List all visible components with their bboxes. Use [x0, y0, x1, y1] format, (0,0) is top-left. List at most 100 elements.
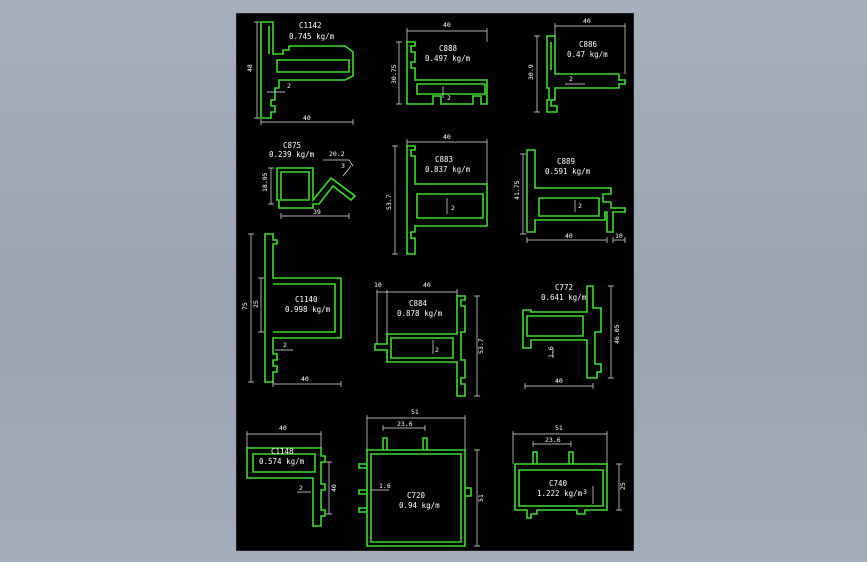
dim-height: 48	[246, 64, 254, 72]
profile-code: C889	[557, 157, 575, 166]
profile-code: C720	[407, 491, 426, 500]
dim-width: 40	[443, 133, 451, 141]
profile-c875[interactable]: C875 0.239 kg/m 18.95 20.2 3 39	[261, 141, 357, 219]
dim-wall: 2	[299, 484, 303, 492]
dimension-lines	[366, 415, 480, 547]
profile-weight: 0.878 kg/m	[397, 309, 443, 318]
dim-width: 39	[313, 208, 321, 216]
profile-c888[interactable]: C888 0.497 kg/m 40 30.75 2	[390, 21, 488, 105]
profile-weight: 0.47 kg/m	[567, 50, 608, 59]
dimension-lines	[396, 28, 488, 105]
dim-width: 51	[411, 408, 419, 416]
profile-code: C886	[579, 40, 598, 49]
profile-code: C1140	[295, 295, 318, 304]
dim-ext: 10	[374, 281, 382, 289]
dimension-lines	[512, 431, 622, 511]
dim-ext: 10	[615, 232, 623, 240]
dim-wall: 2	[447, 94, 451, 102]
profile-shape	[246, 447, 326, 527]
profile-shape	[406, 145, 488, 255]
dim-height: 40	[330, 484, 338, 492]
profile-weight: 0.574 kg/m	[259, 457, 305, 466]
dim-wall: 2	[578, 202, 582, 210]
profile-code: C888	[439, 44, 458, 53]
dimension-lines	[254, 21, 354, 125]
dim-slope: 20.2	[329, 150, 345, 158]
dim-wall: 1.6	[547, 346, 555, 358]
profile-c720[interactable]: C720 0.94 kg/m 51 23.6 1.6 51	[358, 408, 485, 547]
dim-height: 53.7	[385, 194, 393, 210]
profile-c1142[interactable]: C1142 0.745 kg/m 48 2 40	[246, 21, 354, 125]
profile-shape	[374, 295, 466, 397]
profile-weight: 0.497 kg/m	[425, 54, 471, 63]
dim-height: 30.75	[390, 64, 398, 84]
dim-wall: 3	[341, 162, 345, 170]
profile-shape	[514, 451, 608, 519]
dim-height: 51	[477, 494, 485, 502]
profile-weight: 0.837 kg/m	[425, 165, 471, 174]
profile-code: C740	[549, 479, 568, 488]
dim-width: 40	[423, 281, 431, 289]
profile-weight: 0.998 kg/m	[285, 305, 331, 314]
dim-width: 40	[303, 114, 311, 122]
dimension-lines	[376, 289, 480, 397]
profile-weight: 0.591 kg/m	[545, 167, 591, 176]
cad-drawing-sheet[interactable]: C1142 0.745 kg/m 48 2 40 C888 0.497 kg/m…	[236, 13, 634, 551]
profile-shape	[276, 167, 357, 209]
profile-code: C875	[283, 141, 301, 150]
profile-weight: 0.94 kg/m	[399, 501, 440, 510]
profile-shape	[546, 35, 626, 113]
profile-weight: 0.641 kg/m	[541, 293, 587, 302]
dim-height: 53.7	[477, 338, 485, 354]
profile-c1140[interactable]: C1140 0.998 kg/m 75 25 2 40	[241, 233, 342, 387]
dim-width: 40	[301, 375, 309, 383]
dim-wall: 3	[583, 488, 587, 496]
profile-c1148[interactable]: C1148 0.574 kg/m 40 40 2	[246, 424, 338, 527]
profile-shape	[406, 41, 488, 105]
dim-wall: 2	[435, 346, 439, 354]
profile-c884[interactable]: C884 0.878 kg/m 10 40 2 53.7	[374, 281, 485, 397]
profile-c883[interactable]: C883 0.837 kg/m 40 53.7 2	[385, 133, 488, 255]
dimension-lines	[248, 233, 342, 387]
dim-width: 40	[555, 377, 563, 385]
dim-wall: 2	[569, 75, 573, 83]
profile-shape	[522, 285, 602, 379]
dim-inner: 25	[252, 300, 260, 308]
dim-wall: 1.6	[379, 482, 391, 490]
profile-code: C772	[555, 283, 573, 292]
dim-width: 51	[555, 424, 563, 432]
dim-width: 40	[279, 424, 287, 432]
profile-code: C884	[409, 299, 428, 308]
profile-weight: 1.222 kg/m	[537, 489, 583, 498]
dim-width: 40	[565, 232, 573, 240]
profile-catalog-svg: C1142 0.745 kg/m 48 2 40 C888 0.497 kg/m…	[241, 17, 627, 547]
profile-shape	[264, 233, 342, 383]
dim-height: 30.9	[527, 64, 535, 80]
dimension-lines	[534, 23, 626, 113]
dimension-lines	[392, 139, 488, 255]
dim-wall: 2	[283, 341, 287, 349]
dim-width: 40	[443, 21, 451, 29]
dim-height: 25	[619, 482, 627, 490]
dimension-lines	[268, 159, 354, 219]
dimension-lines	[246, 431, 332, 515]
profile-weight: 0.239 kg/m	[269, 150, 315, 159]
dimension-lines	[520, 153, 626, 243]
dim-width: 40	[583, 17, 591, 25]
profile-shape	[526, 149, 626, 233]
dim-height: 41.75	[513, 180, 521, 200]
profile-code: C1142	[299, 21, 322, 30]
profile-code: C1148	[271, 447, 294, 456]
dimension-lines	[524, 285, 614, 389]
profile-shape	[358, 437, 472, 547]
profile-c886[interactable]: C886 0.47 kg/m 40 30.9 2	[527, 17, 626, 113]
profile-shape	[260, 21, 354, 119]
dim-height: 75	[241, 302, 249, 310]
profile-c772[interactable]: C772 0.641 kg/m 46.05 1.6 40	[522, 283, 621, 389]
profile-c740[interactable]: C740 1.222 kg/m 51 23.6 25 3	[512, 424, 627, 519]
profile-c889[interactable]: C889 0.591 kg/m 41.75 2 40 10	[513, 149, 626, 243]
dim-inner: 23.6	[545, 436, 561, 444]
dim-wall: 2	[451, 204, 455, 212]
profile-weight: 0.745 kg/m	[289, 32, 335, 41]
profile-code: C883	[435, 155, 453, 164]
